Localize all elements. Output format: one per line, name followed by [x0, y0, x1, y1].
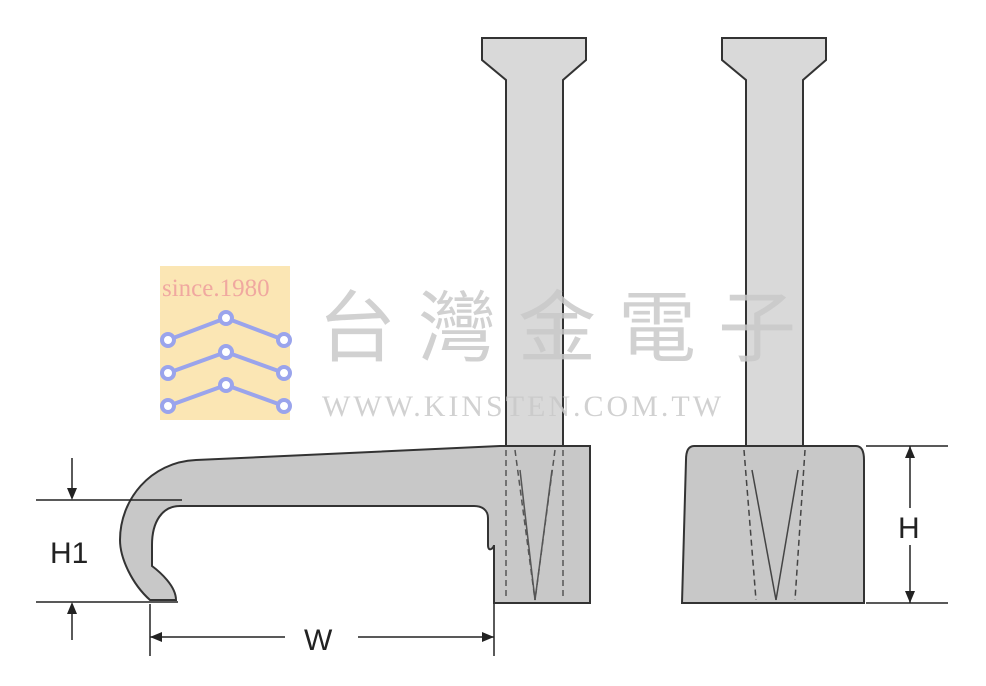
side-nail	[481, 37, 587, 447]
logo-background	[160, 266, 290, 420]
dimension-h	[866, 445, 948, 604]
watermark-since: since.1980	[162, 275, 270, 302]
w-arrow-right	[482, 632, 494, 642]
front-view	[680, 37, 865, 604]
h1-arrow-bottom	[67, 602, 77, 614]
front-hidden-nail-lines	[743, 449, 806, 601]
front-nail-center-line-2	[775, 469, 799, 601]
watermark-company: 台灣金電子	[318, 284, 818, 374]
logo-circuit-nodes	[160, 310, 292, 414]
side-view	[118, 37, 591, 604]
side-nail-center-line-2	[534, 469, 553, 601]
dimension-w	[149, 604, 495, 656]
label-h: H	[898, 512, 920, 545]
dimension-h1	[36, 458, 182, 640]
h1-arrow-top	[67, 488, 77, 500]
watermark-logo: since.1980	[160, 266, 292, 420]
front-nail-center-line	[751, 469, 777, 601]
watermark-text: 台灣金電子 WWW.KINSTEN.COM.TW	[318, 284, 818, 423]
side-nail-center-line	[519, 469, 536, 601]
front-nail	[721, 37, 827, 447]
label-h1: H1	[50, 537, 88, 570]
side-clip-body	[118, 445, 591, 604]
h-arrow-top	[905, 446, 915, 458]
watermark-url: WWW.KINSTEN.COM.TW	[322, 390, 724, 423]
front-block	[680, 445, 865, 604]
h-arrow-bottom	[905, 591, 915, 603]
w-arrow-left	[150, 632, 162, 642]
label-w: W	[304, 624, 333, 657]
